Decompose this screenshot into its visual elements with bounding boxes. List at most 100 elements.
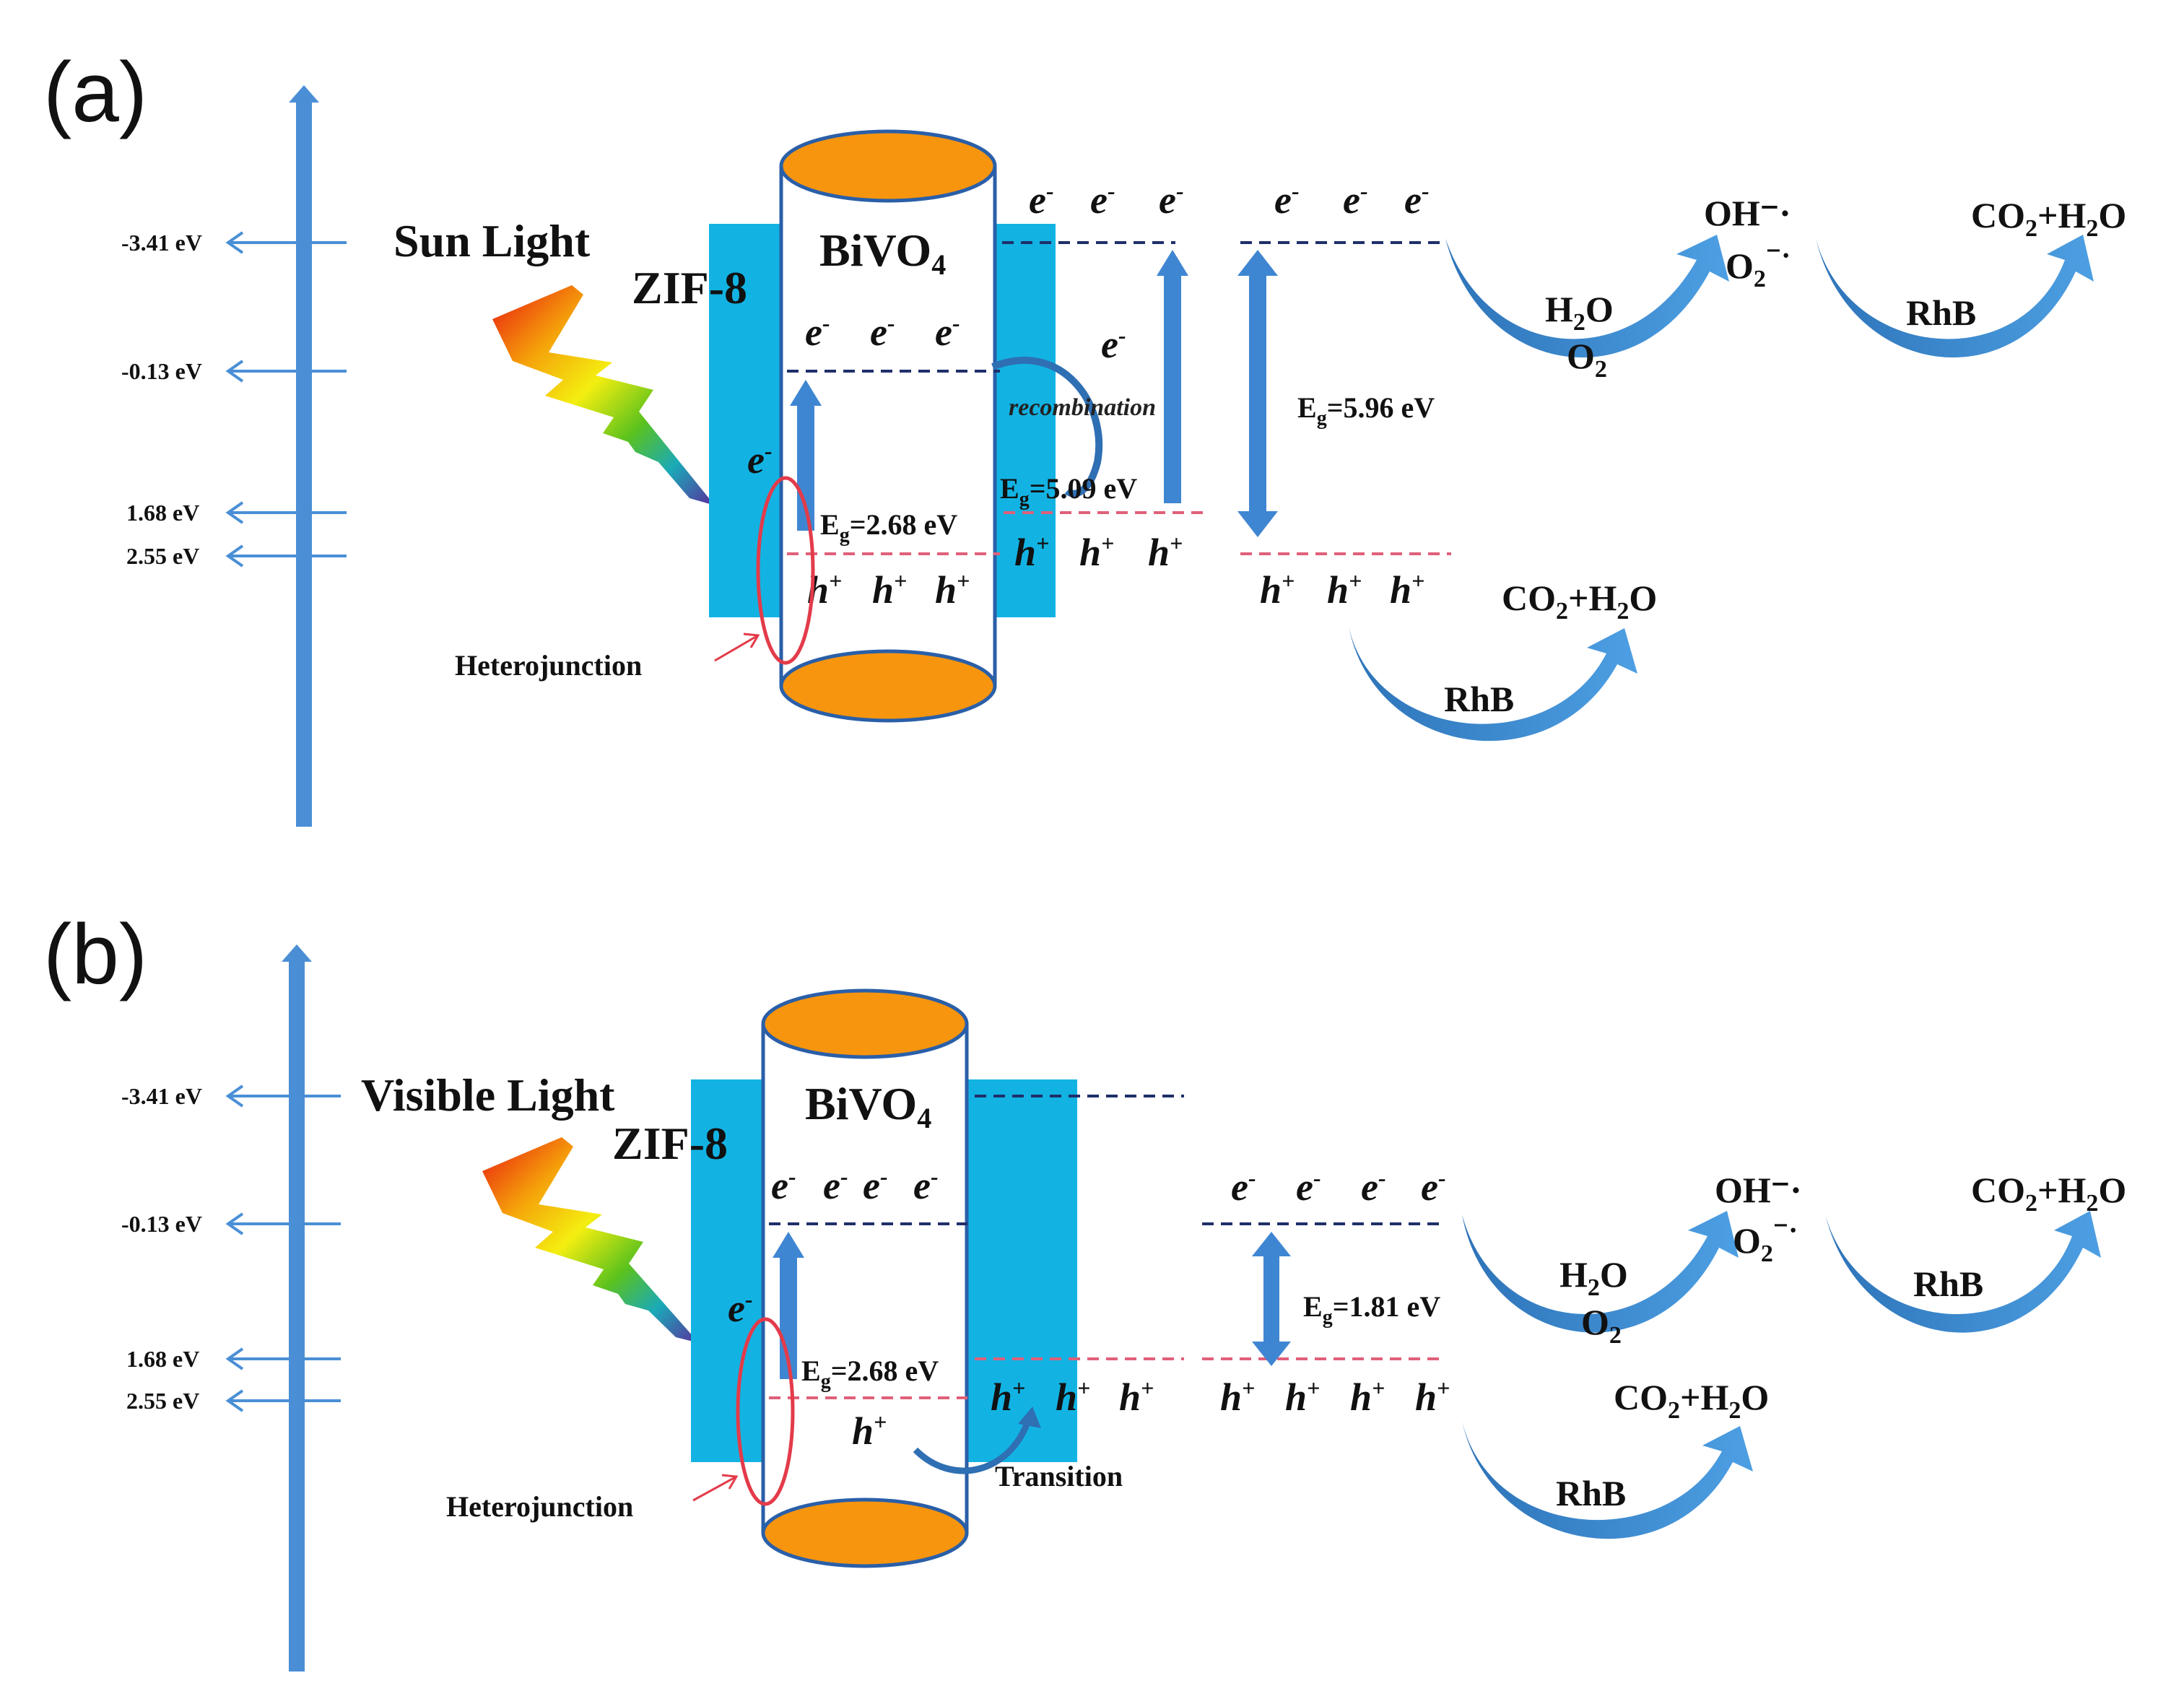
energy-axis-b: [282, 944, 312, 1672]
bandgap-label-right: Eg=5.96 eV: [1297, 391, 1435, 430]
product-co2-h2o: CO2+H2O: [1614, 1377, 1769, 1424]
svg-text:e-: e-: [1404, 178, 1430, 222]
reaction-arrow-upper: [1445, 235, 1729, 358]
svg-text:e-: e-: [1159, 178, 1184, 222]
level-label: -3.41 eV: [121, 230, 202, 256]
svg-text:e-: e-: [1421, 1165, 1446, 1209]
rhb-label: RhB: [1913, 1264, 1983, 1304]
svg-text:e-: e-: [771, 1163, 796, 1207]
energy-ticks-a: -3.41 eV -0.13 eV 1.68 eV 2.55 eV: [121, 230, 347, 569]
bandgap-label-bivo4: Eg=5.09 eV: [1000, 472, 1137, 510]
svg-text:h+: h+: [852, 1409, 887, 1453]
product-hydroxyl-radical: OH⁻·: [1715, 1170, 1802, 1210]
svg-text:e-: e-: [1029, 178, 1054, 222]
bandgap-double-arrow: [1237, 250, 1278, 537]
bivo4-label: BiVO4: [805, 1078, 931, 1134]
level-label: 1.68 eV: [126, 1346, 199, 1372]
bivo4-label: BiVO4: [819, 225, 946, 281]
electron-group: e- e- e- e- e- e- e- e- e- e- e-: [747, 178, 1430, 482]
rhb-label: RhB: [1556, 1473, 1626, 1513]
heterojunction-label: Heterojunction: [455, 649, 642, 682]
transition-arrow: [913, 1417, 1032, 1474]
panel-b: (b) -3.41 eV -0.13 eV 1.68 eV 2.55 eV Vi…: [43, 907, 2126, 1672]
svg-text:h+: h+: [1014, 530, 1049, 574]
reactant-h2o: H2O: [1545, 289, 1614, 336]
bivo4-cylinder: [779, 129, 997, 723]
svg-text:e-: e-: [728, 1286, 753, 1330]
svg-text:h+: h+: [1390, 568, 1424, 612]
energy-ticks-b: -3.41 eV -0.13 eV 1.68 eV 2.55 eV: [121, 1083, 341, 1414]
level-label: 1.68 eV: [126, 500, 199, 526]
product-hydroxyl-radical: OH⁻·: [1704, 193, 1791, 233]
bandgap-double-arrow: [1252, 1232, 1291, 1366]
svg-text:h+: h+: [1260, 568, 1295, 612]
level-label: 2.55 eV: [126, 1388, 199, 1414]
svg-text:h+: h+: [1220, 1375, 1255, 1419]
lightning-bolt-icon: [482, 1137, 699, 1343]
level-label: -3.41 eV: [121, 1083, 202, 1109]
svg-text:h+: h+: [872, 568, 907, 612]
lightning-bolt-icon: [492, 285, 715, 505]
panel-b-label: (b): [43, 907, 147, 1002]
zif8-label: ZIF-8: [632, 262, 747, 313]
svg-text:h+: h+: [1056, 1375, 1090, 1419]
bandgap-label-zif8: Eg=2.68 eV: [820, 508, 957, 547]
rhb-label: RhB: [1444, 679, 1514, 719]
bandgap-label-right: Eg=1.81 eV: [1303, 1290, 1440, 1329]
reaction-arrow-rhb: [1816, 235, 2094, 358]
svg-text:h+: h+: [807, 568, 842, 612]
zif8-label: ZIF-8: [612, 1118, 728, 1169]
panel-a: (a) -3.41 eV -0.13 eV 1.68 eV 2.55 eV Su…: [43, 45, 2126, 827]
svg-text:e-: e-: [1296, 1165, 1321, 1209]
svg-text:e-: e-: [913, 1163, 939, 1207]
svg-text:e-: e-: [863, 1163, 888, 1207]
svg-text:e-: e-: [823, 1163, 848, 1207]
svg-text:e-: e-: [747, 438, 773, 482]
panel-a-label: (a): [43, 45, 147, 140]
hole-group: h+ h+ h+ h+ h+ h+ h+ h+ h+: [807, 530, 1424, 612]
product-co2-h2o: CO2+H2O: [1971, 1170, 2126, 1217]
svg-text:e-: e-: [935, 310, 960, 354]
reactant-h2o: H2O: [1559, 1254, 1628, 1301]
excitation-arrow: [1157, 250, 1188, 503]
bandgap-label-zif8: Eg=2.68 eV: [801, 1355, 939, 1393]
heterojunction-pointer: [714, 634, 759, 662]
heterojunction-label: Heterojunction: [446, 1490, 633, 1523]
svg-text:e-: e-: [1101, 322, 1126, 366]
product-co2-h2o: CO2+H2O: [1971, 195, 2126, 242]
level-label: -0.13 eV: [121, 1211, 202, 1237]
svg-text:h+: h+: [1350, 1375, 1385, 1419]
recombination-label: recombination: [1009, 394, 1156, 421]
electron-group: e- e- e- e- e- e- e- e- e-: [728, 1163, 1446, 1330]
product-superoxide-radical: O2⁻·: [1733, 1214, 1798, 1267]
energy-axis-a: [289, 85, 319, 827]
product-superoxide-radical: O2⁻·: [1726, 239, 1791, 292]
heterojunction-marker: [736, 1317, 795, 1506]
recombination-arrow: [991, 357, 1103, 497]
light-label: Visible Light: [361, 1069, 615, 1121]
heterojunction-marker: [756, 476, 815, 665]
svg-text:h+: h+: [935, 568, 970, 612]
svg-text:e-: e-: [1343, 178, 1368, 222]
svg-text:e-: e-: [1274, 178, 1300, 222]
svg-text:h+: h+: [1415, 1375, 1450, 1419]
light-label: Sun Light: [393, 215, 591, 266]
svg-text:e-: e-: [870, 310, 895, 354]
svg-text:h+: h+: [1079, 530, 1114, 574]
svg-text:e-: e-: [805, 310, 830, 354]
transition-label: Transition: [995, 1460, 1123, 1492]
heterojunction-pointer: [692, 1475, 737, 1502]
reaction-arrow-lower: [1462, 1421, 1753, 1539]
reaction-arrow-upper: [1462, 1211, 1739, 1333]
reaction-arrow-lower: [1349, 627, 1637, 742]
reactant-o2: O2: [1567, 336, 1607, 383]
svg-text:h+: h+: [1148, 530, 1183, 574]
reactant-o2: O2: [1581, 1302, 1622, 1349]
level-label: 2.55 eV: [126, 543, 199, 569]
rhb-label: RhB: [1906, 292, 1976, 333]
svg-text:h+: h+: [1119, 1375, 1154, 1419]
svg-text:h+: h+: [1327, 568, 1362, 612]
svg-text:e-: e-: [1090, 178, 1115, 222]
svg-text:e-: e-: [1361, 1165, 1386, 1209]
